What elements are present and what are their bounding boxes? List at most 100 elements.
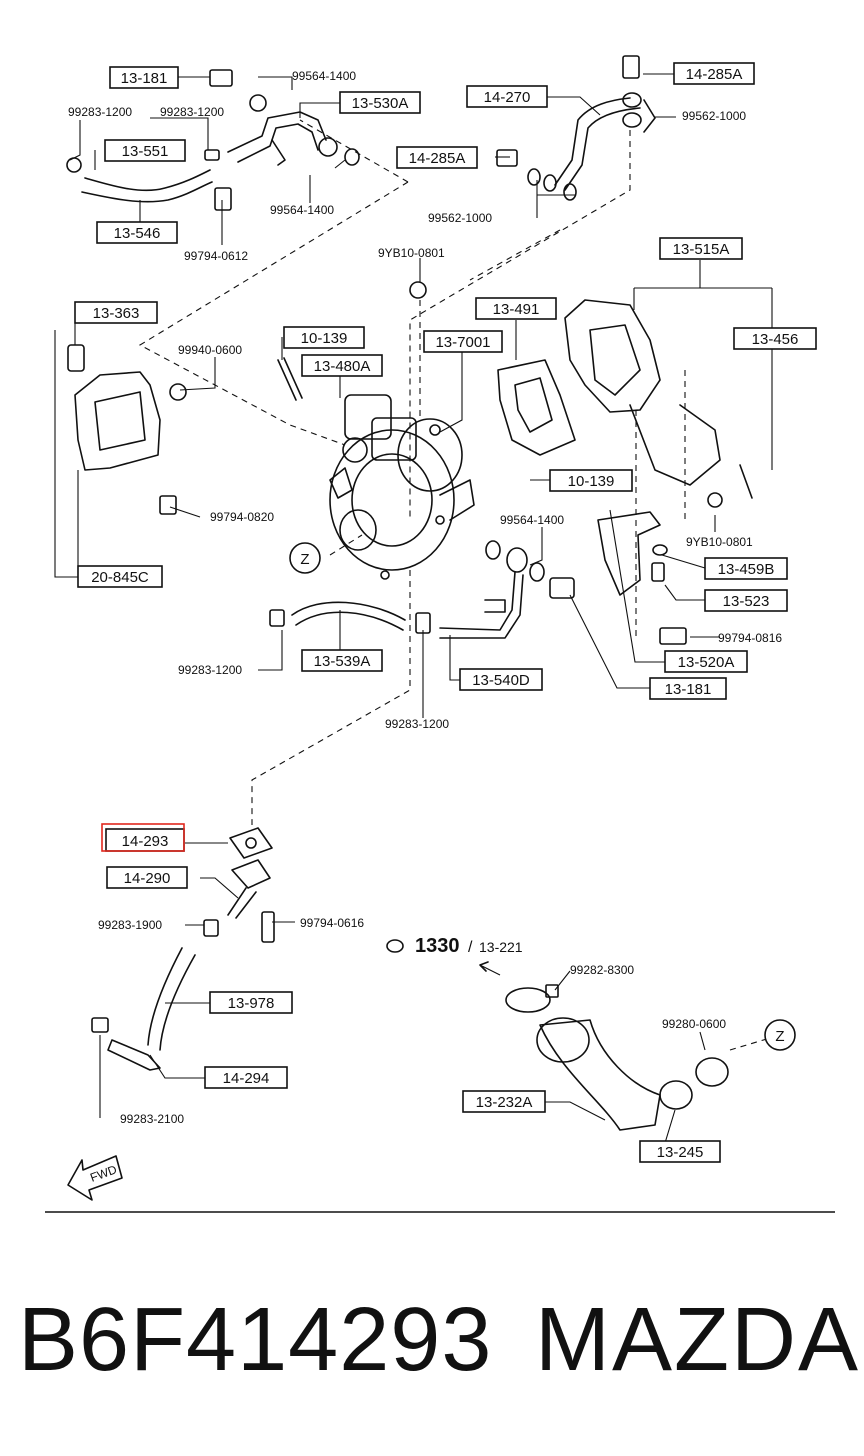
pn-99283-1200-c: 99283-1200 (178, 663, 242, 677)
callout-14-285a-mid: 14-285A (396, 146, 478, 169)
callout-13-539a: 13-539A (301, 649, 383, 672)
callout-13-546: 13-546 (96, 221, 178, 244)
svg-text:14-294: 14-294 (223, 1070, 270, 1087)
pn-99564-1400-b: 99564-1400 (270, 203, 334, 217)
part-oil-return-hose (91, 947, 196, 1071)
callout-13-491: 13-491 (475, 297, 557, 320)
svg-text:13-551: 13-551 (122, 143, 169, 160)
pn-99280-0600: 99280-0600 (662, 1017, 726, 1031)
svg-text:10-139: 10-139 (568, 473, 615, 490)
callout-10-139-top: 10-139 (283, 326, 365, 349)
pn-9yb10-0801-b: 9YB10-0801 (686, 535, 753, 549)
callout-14-270: 14-270 (466, 85, 548, 108)
svg-text:13-530A: 13-530A (352, 95, 409, 112)
ref-13-221: 13-221 (479, 939, 523, 955)
callout-14-294: 14-294 (204, 1066, 288, 1089)
svg-text:14-285A: 14-285A (409, 150, 466, 167)
svg-text:14-285A: 14-285A (686, 66, 743, 83)
svg-text:14-270: 14-270 (484, 89, 531, 106)
z-marker-bottom-label: Z (775, 1028, 784, 1045)
leader-lines (54, 73, 773, 1144)
svg-text:13-459B: 13-459B (718, 561, 775, 578)
footer-brand: MAZDA (535, 1290, 860, 1390)
part-exhaust-outlet-elbow (564, 299, 753, 508)
callout-13-551: 13-551 (104, 139, 186, 162)
svg-text:13-978: 13-978 (228, 995, 275, 1012)
pn-99283-2100: 99283-2100 (120, 1112, 184, 1126)
callout-13-515a: 13-515A (659, 237, 743, 260)
callout-13-7001: 13-7001 (423, 330, 503, 353)
part-upper-left-pipes (66, 69, 360, 211)
callout-13-245: 13-245 (639, 1140, 721, 1163)
svg-text:13-456: 13-456 (752, 331, 799, 348)
callout-13-459b: 13-459B (704, 557, 788, 580)
fwd-arrow: FWD (67, 1155, 123, 1201)
callout-13-540d: 13-540D (459, 668, 543, 691)
callout-20-845c: 20-845C (77, 565, 163, 588)
pn-99283-1200-d: 99283-1200 (385, 717, 449, 731)
callout-14-293: 14-293 (105, 828, 185, 852)
ref-slash: / (468, 939, 473, 956)
svg-text:10-139: 10-139 (301, 330, 348, 347)
callout-13-480a: 13-480A (301, 354, 383, 377)
part-oil-return-group (203, 827, 275, 943)
callout-13-363: 13-363 (74, 301, 158, 324)
svg-text:13-245: 13-245 (657, 1144, 704, 1161)
svg-text:13-546: 13-546 (114, 225, 161, 242)
callout-13-232a: 13-232A (462, 1090, 546, 1113)
part-gasket-13-491 (497, 359, 576, 456)
part-heat-shield-left (67, 344, 187, 515)
ref-1330-arrow (386, 939, 501, 976)
pn-99283-1200-a: 99283-1200 (68, 105, 132, 119)
part-turbo-mounting-studs (277, 281, 427, 401)
z-marker-top-label: Z (300, 551, 309, 568)
z-marker-bottom: Z (764, 1019, 796, 1051)
svg-text:13-181: 13-181 (665, 681, 712, 698)
part-intake-hose-13-232a (505, 984, 729, 1131)
footer-part-code: B6F414293 (18, 1290, 493, 1390)
svg-text:13-480A: 13-480A (314, 358, 371, 375)
callout-10-139-mid: 10-139 (549, 469, 633, 492)
footer-caption: B6F414293 MAZDA (0, 1290, 864, 1400)
pn-99562-1000-a: 99562-1000 (682, 109, 746, 123)
svg-text:13-232A: 13-232A (476, 1094, 533, 1111)
svg-text:13-515A: 13-515A (673, 241, 730, 258)
pn-99562-1000-b: 99562-1000 (428, 211, 492, 225)
svg-text:13-520A: 13-520A (678, 654, 735, 671)
pn-99283-1900: 99283-1900 (98, 918, 162, 932)
part-turbocharger (329, 394, 475, 580)
part-bracket-right (597, 511, 687, 645)
svg-text:13-7001: 13-7001 (435, 334, 490, 351)
callout-13-978: 13-978 (209, 991, 293, 1014)
pn-99564-1400-c: 99564-1400 (500, 513, 564, 527)
svg-text:13-523: 13-523 (723, 593, 770, 610)
pn-99794-0820: 99794-0820 (210, 510, 274, 524)
pn-99794-0612: 99794-0612 (184, 249, 248, 263)
callout-14-290: 14-290 (106, 866, 188, 889)
ref-1330: 1330 (415, 935, 460, 957)
callout-13-181-bot: 13-181 (649, 677, 727, 700)
svg-text:13-491: 13-491 (493, 301, 540, 318)
pn-99564-1400-a: 99564-1400 (292, 69, 356, 83)
svg-text:13-540D: 13-540D (472, 672, 530, 689)
z-marker-top: Z (289, 542, 321, 574)
pn-99283-1200-b: 99283-1200 (160, 105, 224, 119)
callout-13-530a: 13-530A (339, 91, 421, 114)
callout-13-181-top: 13-181 (109, 66, 179, 89)
part-upper-right-pipe (496, 55, 656, 201)
callout-13-520a: 13-520A (664, 650, 748, 673)
svg-text:14-290: 14-290 (124, 870, 171, 887)
highlight-14-293 (101, 823, 185, 852)
callout-13-523: 13-523 (704, 589, 788, 612)
svg-text:13-363: 13-363 (93, 305, 140, 322)
svg-text:20-845C: 20-845C (91, 569, 149, 586)
svg-text:13-539A: 13-539A (314, 653, 371, 670)
callout-14-285a-top: 14-285A (673, 62, 755, 85)
pn-99794-0616: 99794-0616 (300, 916, 364, 930)
pn-99940-0600: 99940-0600 (178, 343, 242, 357)
svg-text:13-181: 13-181 (121, 70, 168, 87)
pn-9yb10-0801-a: 9YB10-0801 (378, 246, 445, 260)
svg-text:14-293: 14-293 (122, 833, 169, 850)
